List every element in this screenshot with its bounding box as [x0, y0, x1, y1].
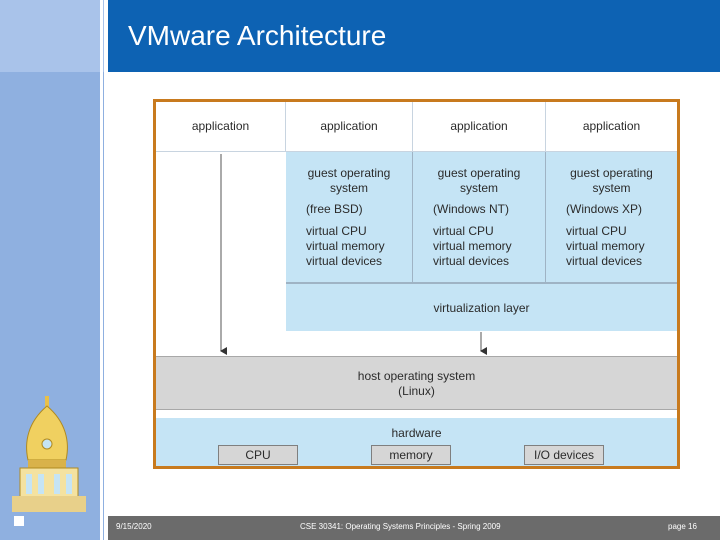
- footer-date: 9/15/2020: [116, 522, 152, 531]
- app-cell-1: application: [156, 102, 286, 152]
- virtualization-layer-label: virtualization layer: [433, 301, 530, 315]
- app-label: application: [320, 119, 378, 133]
- hardware-label: hardware: [391, 426, 442, 440]
- guest-name: (free BSD): [306, 202, 363, 216]
- left-rule: [100, 0, 103, 540]
- hw-memory-box: memory: [371, 445, 451, 465]
- host-os-layer: host operating system (Linux): [156, 356, 677, 410]
- hw-io-box: I/O devices: [524, 445, 604, 465]
- left-rule-inner: [106, 72, 108, 540]
- diagram-arrows: [220, 154, 487, 355]
- footer-square: [12, 514, 26, 528]
- footer-course: CSE 30341: Operating Systems Principles …: [300, 522, 501, 531]
- left-decor-top: [0, 0, 104, 72]
- university-dome-logo: [12, 396, 86, 512]
- architecture-diagram: application application application appl…: [153, 99, 680, 469]
- app-cell-2: application: [286, 102, 413, 152]
- slide-footer: 9/15/2020 CSE 30341: Operating Systems P…: [108, 516, 720, 540]
- footer-page: page 16: [668, 522, 697, 531]
- host-os-label: host operating system: [357, 369, 476, 383]
- app-label: application: [191, 119, 250, 133]
- app-label: application: [450, 119, 508, 133]
- guest-name: (Windows XP): [566, 202, 643, 216]
- slide-title: VMware Architecture: [128, 20, 387, 51]
- app-cell-3: application: [413, 102, 546, 152]
- virtualization-layer: virtualization layer: [286, 283, 677, 331]
- title-band: [108, 0, 720, 72]
- app-cell-4: application: [546, 102, 677, 152]
- hw-cpu-box: CPU: [218, 445, 298, 465]
- guest-name: (Windows NT): [433, 202, 510, 216]
- app-label: application: [582, 119, 641, 133]
- host-os-name: (Linux): [398, 384, 435, 398]
